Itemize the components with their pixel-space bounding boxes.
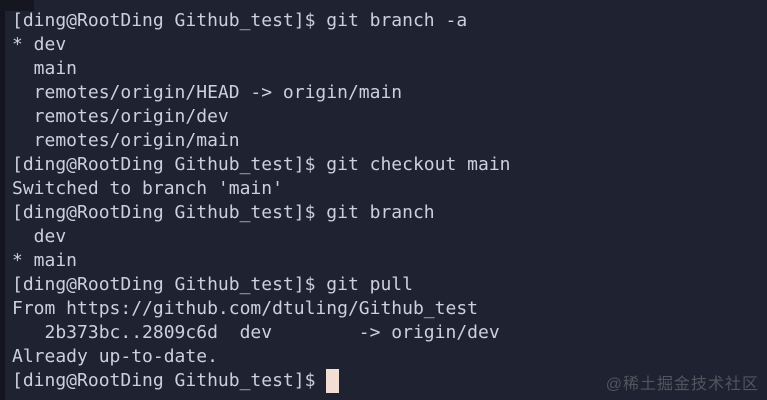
terminal-prompt: [ding@RootDing Github_test]$ [12, 370, 327, 391]
terminal-line: 2b373bc..2809c6d dev -> origin/dev [12, 322, 500, 343]
terminal-line: * dev [12, 34, 67, 55]
terminal-cursor [326, 369, 340, 393]
terminal-line: remotes/origin/dev [12, 106, 229, 127]
terminal-line: [ding@RootDing Github_test]$ git branch [12, 202, 435, 223]
terminal-line: Switched to branch 'main' [12, 178, 283, 199]
terminal-line: main [12, 58, 78, 79]
terminal-line: Already up-to-date. [12, 346, 218, 367]
terminal-line: remotes/origin/HEAD -> origin/main [12, 82, 403, 103]
terminal-line: [ding@RootDing Github_test]$ git pull [12, 274, 413, 295]
watermark-label: @稀土掘金技术社区 [605, 376, 759, 393]
terminal-line: dev [12, 226, 67, 247]
terminal-line: [ding@RootDing Github_test]$ git branch … [12, 10, 468, 31]
terminal-line: remotes/origin/main [12, 130, 240, 151]
terminal-output: [ding@RootDing Github_test]$ git branch … [12, 9, 767, 393]
terminal-line: From https://github.com/dtuling/Github_t… [12, 298, 478, 319]
terminal-line: * main [12, 250, 78, 271]
terminal-line: [ding@RootDing Github_test]$ git checkou… [12, 154, 511, 175]
terminal-left-edge [0, 0, 5, 400]
terminal-prompt-line[interactable]: [ding@RootDing Github_test]$ [12, 369, 767, 393]
terminal-corner-shade [0, 0, 34, 11]
